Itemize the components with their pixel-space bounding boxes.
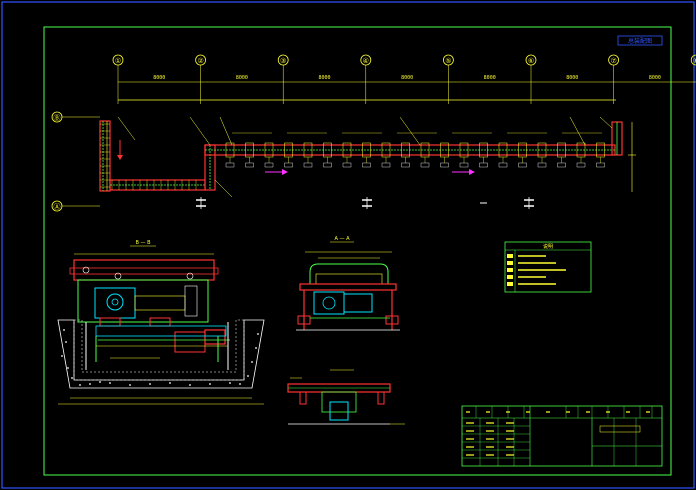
station-tag — [557, 162, 566, 168]
hatch-dot — [169, 382, 171, 384]
hatch-dot — [61, 355, 63, 357]
station-tag — [479, 162, 488, 168]
station-tag — [362, 162, 371, 168]
axis-label: ③ — [280, 57, 286, 65]
hatch-dot — [255, 347, 257, 349]
span-label: 8000 — [318, 75, 330, 81]
conveyor-lower-run — [109, 179, 206, 191]
title-block-grid — [462, 406, 653, 466]
hatch-dot — [149, 383, 151, 385]
section-marker-a — [524, 197, 534, 209]
station-tag — [596, 162, 605, 168]
station-markers — [100, 123, 605, 190]
left-axis-label-1: Ⓑ — [54, 114, 61, 122]
station-tag — [498, 162, 508, 168]
station-tag — [401, 162, 410, 168]
drawing-frame — [43, 26, 672, 476]
flow-arrow-down — [117, 140, 123, 160]
hatch-dot — [67, 367, 69, 369]
section-marker-b-right — [362, 197, 372, 209]
station-tag — [284, 162, 293, 168]
station-tag — [420, 162, 430, 168]
section-bb-title: B — B — [135, 240, 151, 246]
span-label: 8000 — [401, 75, 413, 81]
hatch-dot — [65, 341, 67, 343]
hatch-dot — [247, 375, 249, 377]
station-tag — [440, 162, 449, 168]
legend-rows — [507, 254, 566, 286]
section-aa-view: A — A — [296, 236, 400, 331]
station-tag — [518, 162, 527, 168]
legend-swatch — [507, 254, 513, 258]
sheet-tag-box — [617, 35, 663, 46]
hatch-dot — [109, 382, 111, 384]
axis-label: ⑤ — [445, 57, 451, 65]
hatch-dot — [89, 383, 91, 385]
station-tag — [264, 162, 274, 168]
station-tag — [303, 162, 313, 168]
left-axis-label-2: Ⓐ — [54, 203, 61, 211]
legend-swatch — [507, 261, 513, 265]
flow-arrow-2 — [452, 169, 475, 175]
hatch-dot — [257, 333, 259, 335]
tb-title-cell — [599, 425, 641, 433]
sheet-tag-text: 总装配图 — [628, 37, 652, 45]
hatch-dot — [239, 383, 241, 385]
hatch-dot — [129, 384, 131, 386]
station-tag — [459, 162, 469, 168]
concrete-hatch — [61, 329, 259, 386]
station-tag — [225, 162, 235, 168]
axis-label: ⑦ — [610, 57, 616, 65]
span-label: 8000 — [649, 75, 661, 81]
title-block — [461, 405, 663, 467]
hatch-dot — [189, 384, 191, 386]
axis-label: ② — [197, 57, 203, 65]
station-tag — [323, 162, 332, 168]
legend-swatch — [507, 268, 513, 272]
section-bb-view: B — B — [57, 240, 265, 405]
span-label: 8000 — [153, 75, 165, 81]
hatch-dot — [63, 329, 65, 331]
legend-title: 说明 — [543, 243, 553, 250]
conveyor-left-leg — [99, 120, 111, 192]
axis-label: ④ — [363, 57, 369, 65]
section-aa-title: A — A — [334, 236, 350, 242]
span-label: 8000 — [236, 75, 248, 81]
station-tag — [576, 162, 586, 168]
hatch-dot — [251, 361, 253, 363]
station-tag — [381, 162, 391, 168]
legend-swatch — [507, 275, 513, 279]
section-marker-b-left — [196, 197, 206, 209]
axis-bubble — [690, 54, 696, 66]
axis-markers: ① ② ③ ④ ⑤ ⑥ ⑦ ⑧ — [112, 54, 696, 104]
station-tag — [245, 162, 254, 168]
conveyor-detail-view — [287, 369, 405, 425]
hatch-dot — [99, 381, 101, 383]
station-tag — [342, 162, 352, 168]
legend-table: 说明 — [504, 241, 592, 293]
axis-label: ⑧ — [693, 57, 696, 65]
hatch-dot — [71, 377, 73, 379]
axis-label: ⑥ — [528, 57, 534, 65]
hatch-dot — [229, 382, 231, 384]
hatch-dot — [79, 384, 81, 386]
station-tag — [537, 162, 547, 168]
axis-label: ① — [115, 57, 121, 65]
span-label: 8000 — [566, 75, 578, 81]
legend-swatch — [507, 282, 513, 286]
span-dimensions: 8000 8000 8000 8000 8000 8000 8000 — [118, 75, 696, 83]
flow-arrow-1 — [265, 169, 288, 175]
hatch-dot — [209, 383, 211, 385]
span-label: 8000 — [484, 75, 496, 81]
